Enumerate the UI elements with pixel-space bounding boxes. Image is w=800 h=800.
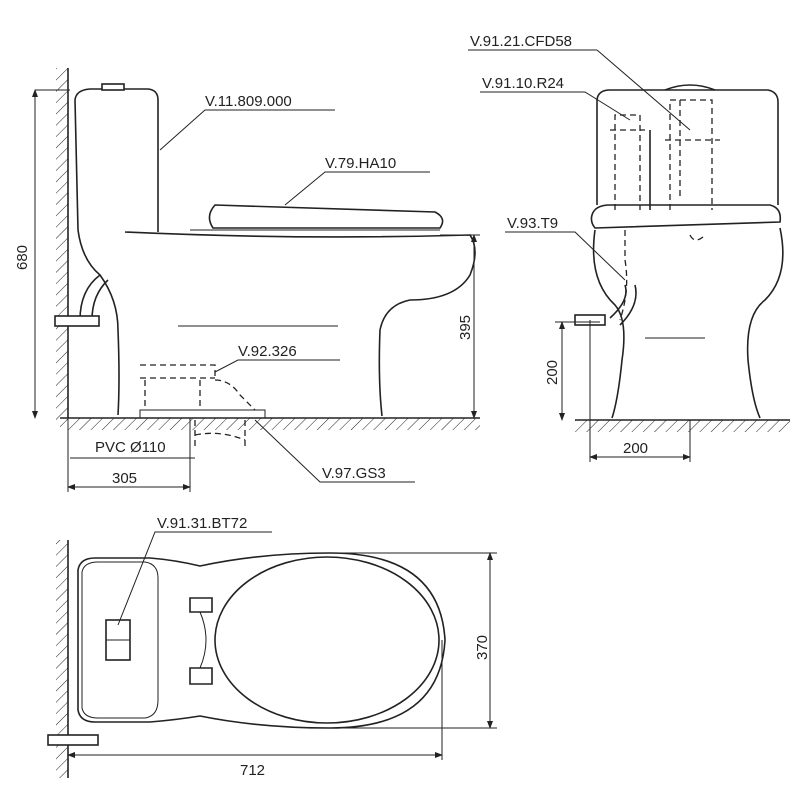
side-view: 680 395 305 PVC Ø110 V.11.809.000 V.79.H… <box>14 68 480 492</box>
tank-top <box>81 561 159 719</box>
seat-hinges <box>189 597 213 685</box>
label-button: V.91.31.BT72 <box>157 515 247 532</box>
dim-length: 712 <box>240 762 265 779</box>
dim-inlet-height: 200 <box>544 360 561 385</box>
label-hose: V.93.T9 <box>507 215 558 232</box>
tank-front <box>596 89 779 205</box>
bowl-front <box>592 227 784 419</box>
flush-button <box>101 83 125 91</box>
toilet-outline-top <box>77 552 446 729</box>
outlet-fitting <box>140 364 256 411</box>
seat-lid <box>208 204 444 229</box>
dim-width: 370 <box>474 635 491 660</box>
seat-top <box>214 556 440 724</box>
label-seat: V.79.HA10 <box>325 155 396 172</box>
wall-hatch <box>56 68 68 420</box>
dim-inlet-offset: 200 <box>623 440 648 457</box>
label-tank: V.11.809.000 <box>205 93 292 110</box>
floor-hatch <box>60 418 480 430</box>
label-flush-valve: V.91.21.CFD58 <box>470 33 572 50</box>
bowl-outline <box>77 229 476 417</box>
front-view: 200 200 V.91.21.CFD58 V.91.10.R24 V.93.T… <box>468 33 790 462</box>
fill-valve <box>610 114 645 321</box>
dim-rough-in: 305 <box>112 470 137 487</box>
label-flange: V.97.GS3 <box>322 465 386 482</box>
tank-outline <box>74 88 159 232</box>
dim-height: 680 <box>14 245 31 270</box>
top-view: 370 712 V.91.31.BT72 <box>47 515 497 779</box>
flush-valve <box>665 99 720 241</box>
label-pipe: PVC Ø110 <box>95 439 166 456</box>
dim-bowl-height: 395 <box>457 315 474 340</box>
label-fill-valve: V.91.10.R24 <box>482 75 564 92</box>
label-outlet: V.92.326 <box>238 343 297 360</box>
tank-lid-rim <box>590 204 782 229</box>
